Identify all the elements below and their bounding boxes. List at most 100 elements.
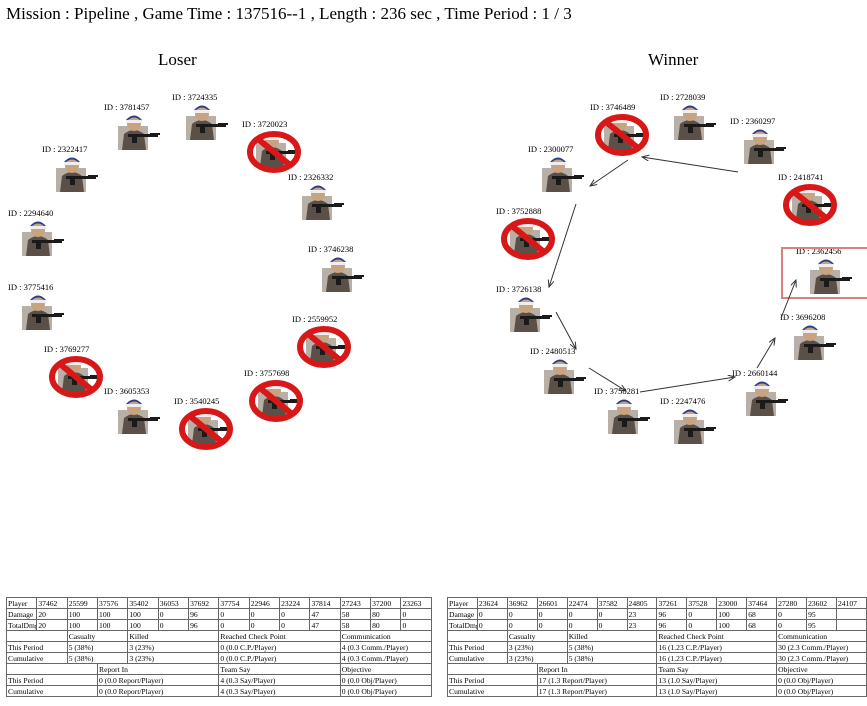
table-cell: 0 bbox=[507, 620, 537, 631]
table-cell: 37200 bbox=[371, 598, 401, 609]
table-cell: 26601 bbox=[537, 598, 567, 609]
table-cell: Reached Check Point bbox=[657, 631, 777, 642]
table-cell: 0 (0.0 Obj/Player) bbox=[340, 675, 431, 686]
table-cell: Player bbox=[448, 598, 478, 609]
table-cell: 3 (23%) bbox=[507, 653, 567, 664]
table-cell: Cumulative bbox=[7, 686, 98, 697]
table-cell: 0 bbox=[280, 620, 310, 631]
summary-cumulative-row: Cumulative3 (23%)5 (38%)16 (1.23 C.P./Pl… bbox=[448, 653, 867, 664]
table-cell bbox=[448, 664, 538, 675]
table-cell: 3 (23%) bbox=[128, 653, 219, 664]
table-cell: Team Say bbox=[219, 664, 340, 675]
table-cell: This Period bbox=[7, 642, 68, 653]
table-cell: 58 bbox=[340, 609, 370, 620]
table-cell: 80 bbox=[371, 609, 401, 620]
table-cell: Casualty bbox=[507, 631, 567, 642]
table-cell: 5 (38%) bbox=[67, 642, 128, 653]
table-cell: Report In bbox=[98, 664, 219, 675]
table-cell bbox=[448, 631, 508, 642]
table-cell: 0 bbox=[280, 609, 310, 620]
total-damage-row: TotalDmg201001001000960004758800 bbox=[7, 620, 432, 631]
table-cell: 47 bbox=[310, 609, 340, 620]
table-cell: 0 (0.0 C.P./Player) bbox=[219, 653, 340, 664]
table-cell: 35402 bbox=[128, 598, 158, 609]
table-cell: 100 bbox=[67, 609, 97, 620]
table-cell: 23000 bbox=[717, 598, 747, 609]
table-cell: 100 bbox=[717, 620, 747, 631]
table-cell: 0 bbox=[158, 620, 188, 631]
table-cell: 4 (0.3 Say/Player) bbox=[219, 686, 340, 697]
summary-this-period-row: This Period5 (38%)3 (23%)0 (0.0 C.P./Pla… bbox=[7, 642, 432, 653]
table-cell: 37261 bbox=[657, 598, 687, 609]
arrow-3 bbox=[549, 204, 576, 287]
table-cell: 0 bbox=[158, 609, 188, 620]
arrow-1 bbox=[642, 157, 738, 172]
table-cell: 27243 bbox=[340, 598, 370, 609]
table-cell: 22946 bbox=[249, 598, 279, 609]
table-cell: 0 (0.0 Obj/Player) bbox=[340, 686, 431, 697]
table-cell: 37814 bbox=[310, 598, 340, 609]
table-cell: 36962 bbox=[507, 598, 537, 609]
table-cell: 37576 bbox=[98, 598, 128, 609]
table-cell: 0 (0.0 Report/Player) bbox=[98, 686, 219, 697]
table-cell: 100 bbox=[717, 609, 747, 620]
table-cell: 0 bbox=[597, 620, 627, 631]
table-cell: 100 bbox=[98, 609, 128, 620]
table-cell: Cumulative bbox=[7, 653, 68, 664]
table-cell: 3 (23%) bbox=[507, 642, 567, 653]
table-cell: This Period bbox=[448, 675, 538, 686]
table-cell: 25599 bbox=[67, 598, 97, 609]
comm-header-row: Report InTeam SayObjective bbox=[448, 664, 867, 675]
table-cell: 23624 bbox=[477, 598, 507, 609]
table-cell: 37528 bbox=[687, 598, 717, 609]
table-cell: 0 bbox=[777, 609, 807, 620]
table-cell: 47 bbox=[310, 620, 340, 631]
damage-row: Damage201001001000960004758800 bbox=[7, 609, 432, 620]
table-cell: 4 (0.3 Comm./Player) bbox=[340, 642, 431, 653]
table-cell: 4 (0.3 Say/Player) bbox=[219, 675, 340, 686]
table-cell: 100 bbox=[98, 620, 128, 631]
table-cell: 37462 bbox=[37, 598, 67, 609]
table-cell: 0 (0.0 Report/Player) bbox=[98, 675, 219, 686]
table-cell: 16 (1.23 C.P./Player) bbox=[657, 653, 777, 664]
table-cell: 0 bbox=[537, 620, 567, 631]
arrow-7 bbox=[757, 338, 775, 368]
table-cell: Killed bbox=[567, 631, 657, 642]
table-cell: 95 bbox=[807, 609, 837, 620]
summary-header-row: CasualtyKilledReached Check PointCommuni… bbox=[7, 631, 432, 642]
table-cell: 23 bbox=[627, 609, 657, 620]
table-cell: 68 bbox=[747, 609, 777, 620]
table-cell: 20 bbox=[37, 609, 67, 620]
total-damage-row: TotalDmg000002396010068095 bbox=[448, 620, 867, 631]
arrow-6 bbox=[640, 377, 735, 392]
table-cell: This Period bbox=[7, 675, 98, 686]
table-cell: 23224 bbox=[280, 598, 310, 609]
table-cell: Report In bbox=[537, 664, 657, 675]
table-cell: 0 bbox=[401, 620, 432, 631]
table-cell: 13 (1.0 Say/Player) bbox=[657, 686, 777, 697]
table-cell: 23602 bbox=[807, 598, 837, 609]
table-cell: Cumulative bbox=[448, 686, 538, 697]
table-cell: 37464 bbox=[747, 598, 777, 609]
table-cell: Communication bbox=[777, 631, 867, 642]
table-cell: 80 bbox=[371, 620, 401, 631]
table-cell: Killed bbox=[128, 631, 219, 642]
table-cell: 0 bbox=[249, 609, 279, 620]
winner-stats-table: Player2362436962266012247437582248053726… bbox=[447, 597, 867, 697]
table-cell: Damage bbox=[7, 609, 37, 620]
table-cell: TotalDmg bbox=[448, 620, 478, 631]
table-cell: 23263 bbox=[401, 598, 432, 609]
table-cell: 5 (38%) bbox=[67, 653, 128, 664]
table-cell: 58 bbox=[340, 620, 370, 631]
table-cell bbox=[836, 620, 866, 631]
comm-cumulative-row: Cumulative0 (0.0 Report/Player)4 (0.3 Sa… bbox=[7, 686, 432, 697]
table-cell: TotalDmg bbox=[7, 620, 37, 631]
table-cell: Casualty bbox=[67, 631, 128, 642]
table-cell: 0 bbox=[401, 609, 432, 620]
table-cell: 0 bbox=[249, 620, 279, 631]
table-cell: 0 bbox=[477, 620, 507, 631]
table-cell: Reached Check Point bbox=[219, 631, 340, 642]
